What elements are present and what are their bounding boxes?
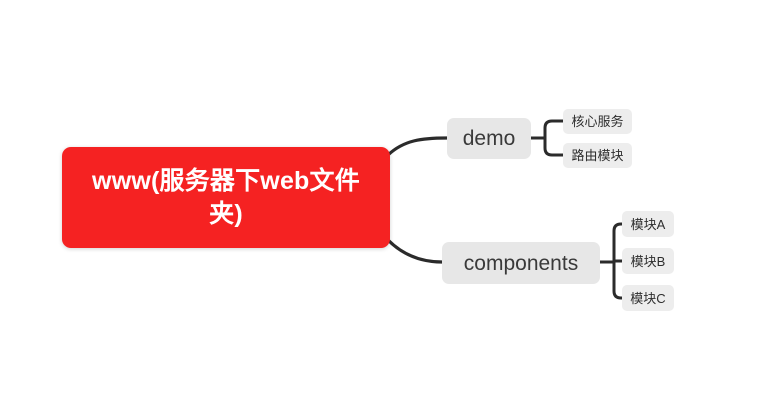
leaf-node-module-a-label: 模块A xyxy=(630,216,666,232)
connector-root-to-demo xyxy=(386,136,449,157)
root-node-label: www(服务器下web文件夹) xyxy=(92,166,360,228)
leaf-node-module-b-label: 模块B xyxy=(630,253,666,269)
leaf-node-module-a[interactable]: 模块A xyxy=(622,211,674,237)
connector-components-bracket xyxy=(612,222,624,300)
branch-node-components-label: components xyxy=(463,251,579,275)
leaf-node-router-module-label: 路由模块 xyxy=(571,148,624,163)
branch-node-demo-label: demo xyxy=(462,127,516,150)
connector-demo-bracket xyxy=(543,119,565,157)
leaf-node-module-c[interactable]: 模块C xyxy=(622,285,674,311)
leaf-node-module-b[interactable]: 模块B xyxy=(622,248,674,274)
connector-root-to-components xyxy=(386,238,444,264)
leaf-node-router-module[interactable]: 路由模块 xyxy=(563,143,632,168)
branch-node-demo[interactable]: demo xyxy=(447,118,531,159)
branch-node-components[interactable]: components xyxy=(442,242,600,284)
leaf-node-core-service[interactable]: 核心服务 xyxy=(563,109,632,134)
leaf-node-core-service-label: 核心服务 xyxy=(571,114,624,129)
root-node[interactable]: www(服务器下web文件夹) xyxy=(62,147,390,248)
leaf-node-module-c-label: 模块C xyxy=(630,290,666,306)
